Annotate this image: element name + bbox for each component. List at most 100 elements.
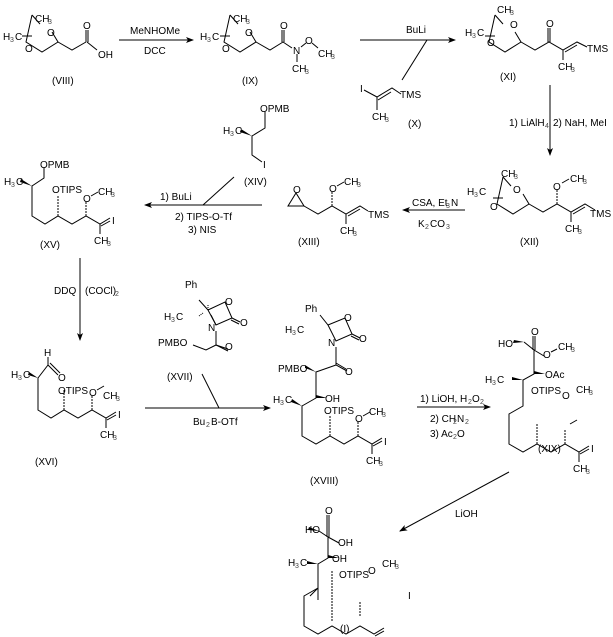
svg-text:CH: CH xyxy=(382,559,396,570)
svg-text:O: O xyxy=(245,28,253,39)
svg-text:CH: CH xyxy=(501,169,515,180)
reagent-line-3: 3) Ac xyxy=(430,429,453,440)
compound-XIV: OPMB H 3 C I (XIV) xyxy=(223,104,290,188)
svg-text:CH: CH xyxy=(100,430,114,441)
svg-text:CH: CH xyxy=(576,385,590,396)
svg-text:OH: OH xyxy=(332,554,347,565)
ring-oxygen: O xyxy=(25,44,33,55)
compound-label: (VIII) xyxy=(52,76,74,87)
svg-text:PMBO: PMBO xyxy=(278,364,308,375)
svg-text:3: 3 xyxy=(578,229,582,236)
reagent-below: DCC xyxy=(144,46,166,57)
compound-label: (X) xyxy=(408,119,421,130)
compound-XV: OPMB H 3 C OTIPS O CH 3 I CH 3 (XV) xyxy=(4,160,115,251)
svg-text:3: 3 xyxy=(280,400,284,407)
reagent-line-2: 2) CH xyxy=(430,414,456,425)
svg-text:I: I xyxy=(263,160,266,171)
svg-text:O: O xyxy=(490,202,498,213)
svg-text:3: 3 xyxy=(583,179,587,186)
reaction-arrow-step3: 1) LiAlH 4 2) NaH, MeI xyxy=(509,85,607,156)
svg-text:I: I xyxy=(118,410,121,421)
reagent-below-1: 2) TIPS-O-Tf xyxy=(175,212,232,223)
svg-text:O: O xyxy=(472,394,480,405)
svg-text:C: C xyxy=(300,558,307,569)
svg-text:2: 2 xyxy=(206,422,210,429)
svg-text:C: C xyxy=(285,395,292,406)
svg-text:OTIPS: OTIPS xyxy=(324,406,354,417)
ring-oxygen: O xyxy=(47,28,55,39)
svg-text:O: O xyxy=(89,388,97,399)
svg-text:H: H xyxy=(164,312,171,323)
svg-text:CH: CH xyxy=(497,5,511,16)
reagent-above: BuLi xyxy=(406,25,426,36)
svg-text:3: 3 xyxy=(48,19,52,26)
svg-text:3: 3 xyxy=(111,192,115,199)
svg-text:OTIPS: OTIPS xyxy=(339,570,369,581)
svg-text:I: I xyxy=(591,444,594,455)
svg-text:TMS: TMS xyxy=(400,90,421,101)
svg-text:H: H xyxy=(3,32,10,43)
reagent: LiOH xyxy=(455,509,478,520)
svg-text:H: H xyxy=(44,348,51,359)
svg-text:C: C xyxy=(297,325,304,336)
ch3-label: CH xyxy=(35,14,49,25)
reaction-arrow-step6: DDQ (COCl) 2 xyxy=(54,258,119,341)
reagent-above: MeNHOMe xyxy=(130,26,180,37)
svg-text:H: H xyxy=(465,28,472,39)
svg-text:3: 3 xyxy=(107,241,111,248)
svg-text:C: C xyxy=(212,32,219,43)
compound-label: (XVIII) xyxy=(310,476,338,487)
compound-label: (IX) xyxy=(242,76,258,87)
svg-text:CH: CH xyxy=(344,177,358,188)
svg-text:CH: CH xyxy=(94,236,108,247)
svg-text:B-OTf: B-OTf xyxy=(211,417,238,428)
svg-text:O: O xyxy=(293,185,301,196)
svg-text:O: O xyxy=(325,506,333,517)
svg-text:3: 3 xyxy=(474,192,478,199)
svg-text:H: H xyxy=(467,187,474,198)
svg-text:O: O xyxy=(487,38,495,49)
svg-text:TMS: TMS xyxy=(368,210,389,221)
svg-text:O: O xyxy=(531,327,539,338)
svg-text:TMS: TMS xyxy=(587,44,608,55)
svg-text:3: 3 xyxy=(295,563,299,570)
svg-text:H: H xyxy=(273,395,280,406)
reagent-below: Bu xyxy=(193,417,205,428)
svg-text:CH: CH xyxy=(570,174,584,185)
svg-text:CH: CH xyxy=(233,14,247,25)
svg-text:2: 2 xyxy=(480,399,484,406)
svg-text:3: 3 xyxy=(472,33,476,40)
svg-text:N: N xyxy=(328,338,335,349)
compound-label: (XIV) xyxy=(244,177,267,188)
svg-text:CH: CH xyxy=(565,224,579,235)
svg-text:3: 3 xyxy=(492,380,496,387)
svg-text:CH: CH xyxy=(98,187,112,198)
svg-text:HO: HO xyxy=(498,339,513,350)
compound-label: (XVI) xyxy=(35,457,58,468)
reagent-left: 1) LiAlH xyxy=(509,118,545,129)
compound-XVII: Ph O O H 3 C N PMBO O (XVII) xyxy=(158,280,248,383)
svg-text:CH: CH xyxy=(372,112,386,123)
svg-text:3: 3 xyxy=(18,375,22,382)
svg-text:2: 2 xyxy=(425,224,429,231)
reaction-arrow-step1: MeNHOMe DCC xyxy=(119,26,194,57)
svg-text:O: O xyxy=(225,342,233,353)
svg-text:3: 3 xyxy=(207,37,211,44)
svg-text:OAc: OAc xyxy=(545,370,564,381)
svg-text:CH: CH xyxy=(558,62,572,73)
svg-text:OPMB: OPMB xyxy=(40,160,70,171)
svg-text:3: 3 xyxy=(357,182,361,189)
svg-text:4: 4 xyxy=(545,123,549,130)
reagent-right: (COCl) xyxy=(85,286,116,297)
svg-text:3: 3 xyxy=(292,330,296,337)
svg-text:OPMB: OPMB xyxy=(260,104,290,115)
svg-text:C: C xyxy=(16,177,23,188)
svg-text:3: 3 xyxy=(589,390,593,397)
svg-text:H: H xyxy=(200,32,207,43)
svg-text:3: 3 xyxy=(353,231,357,238)
compound-X: I TMS CH 3 (X) xyxy=(360,84,421,130)
svg-text:O: O xyxy=(546,19,554,30)
svg-text:OH: OH xyxy=(325,394,340,405)
svg-text:3: 3 xyxy=(571,67,575,74)
compound-label-I: (I) xyxy=(340,624,349,635)
